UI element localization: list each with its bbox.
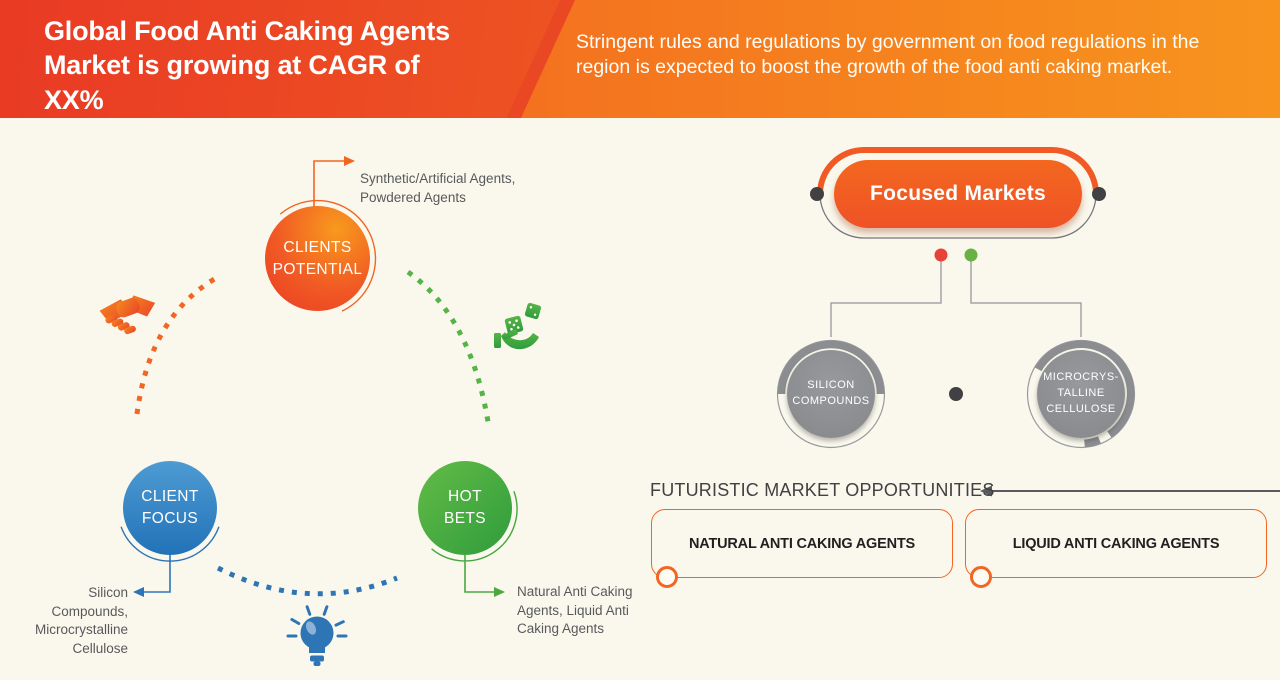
pill-left-dot bbox=[810, 187, 824, 201]
microcrystalline-cellulose-node: MICROCRYS- TALLINE CELLULOSE bbox=[1037, 350, 1125, 438]
clients-potential-label: CLIENTS POTENTIAL bbox=[272, 238, 363, 278]
hot-bets-label: HOT BETS bbox=[443, 488, 487, 527]
dice-hand-icon bbox=[494, 302, 542, 350]
client-focus-arrowhead bbox=[133, 587, 144, 597]
client-focus-label: CLIENT FOCUS bbox=[141, 488, 199, 527]
silicon-compounds-node: SILICON COMPOUNDS bbox=[787, 350, 875, 438]
hot-bets-arrowhead bbox=[494, 587, 505, 597]
tree-connector-left bbox=[830, 261, 942, 337]
liquid-agents-box: LIQUID ANTI CAKING AGENTS bbox=[965, 509, 1267, 578]
header-left-panel bbox=[0, 0, 560, 118]
clients-potential-ring-arc bbox=[279, 199, 377, 312]
cellulose-node-thick-arc-segment bbox=[1084, 436, 1101, 448]
pill-ring-top-arc bbox=[817, 147, 1099, 197]
hot-bets-ring-arc bbox=[431, 490, 518, 562]
silicon-node-thin-ring bbox=[776, 339, 886, 449]
futuristic-arrowhead bbox=[980, 485, 992, 497]
clients-potential-annotation: Synthetic/Artificial Agents, Powdered Ag… bbox=[360, 171, 516, 205]
liquid-agents-label: LIQUID ANTI CAKING AGENTS bbox=[1012, 535, 1220, 552]
dotted-arc-green bbox=[406, 269, 492, 429]
dotted-arc-orange bbox=[134, 274, 220, 415]
pill-ring-bottom-arc bbox=[819, 193, 1097, 239]
client-focus-annotation: Silicon Compounds, Microcrystalline Cell… bbox=[34, 585, 128, 656]
green-dot bbox=[964, 248, 978, 262]
page-title: Global Food Anti Caking Agents Market is… bbox=[44, 16, 450, 115]
dotted-arc-blue bbox=[216, 565, 398, 597]
focused-markets-label: Focused Markets bbox=[869, 182, 1047, 205]
tree-connector-right bbox=[970, 261, 1082, 337]
focused-markets-pill: Focused Markets bbox=[834, 160, 1082, 228]
cellulose-node-thick-arc bbox=[1034, 340, 1135, 438]
hot-bets-circle: HOT BETS bbox=[418, 461, 512, 555]
clients-potential-connector bbox=[313, 160, 344, 207]
liquid-agents-box-knob bbox=[970, 566, 992, 588]
microcrystalline-cellulose-label: MICROCRYS- TALLINE CELLULOSE bbox=[1043, 371, 1119, 415]
client-focus-circle: CLIENT FOCUS bbox=[123, 461, 217, 555]
client-focus-connector bbox=[144, 555, 171, 593]
cellulose-node-thin-ring bbox=[1026, 339, 1136, 449]
handshake-icon bbox=[99, 295, 156, 335]
red-dot bbox=[934, 248, 948, 262]
silicon-node-thick-arc bbox=[777, 340, 885, 395]
clients-potential-circle: CLIENTS POTENTIAL bbox=[265, 206, 370, 311]
between-nodes-dot bbox=[949, 387, 963, 401]
header-banner: Global Food Anti Caking Agents Market is… bbox=[0, 0, 1280, 118]
clients-potential-arrowhead bbox=[344, 156, 355, 166]
hot-bets-annotation: Natural Anti Caking Agents, Liquid Anti … bbox=[517, 584, 633, 637]
natural-agents-box-knob bbox=[656, 566, 678, 588]
lightbulb-icon bbox=[286, 605, 348, 666]
page-subtitle: Stringent rules and regulations by gover… bbox=[576, 31, 1200, 79]
hot-bets-connector bbox=[464, 555, 494, 593]
natural-agents-box: NATURAL ANTI CAKING AGENTS bbox=[651, 509, 953, 578]
pill-right-dot bbox=[1092, 187, 1106, 201]
futuristic-heading: FUTURISTIC MARKET OPPORTUNITIES bbox=[650, 480, 995, 500]
natural-agents-label: NATURAL ANTI CAKING AGENTS bbox=[689, 535, 915, 552]
silicon-compounds-label: SILICON COMPOUNDS bbox=[792, 379, 870, 407]
